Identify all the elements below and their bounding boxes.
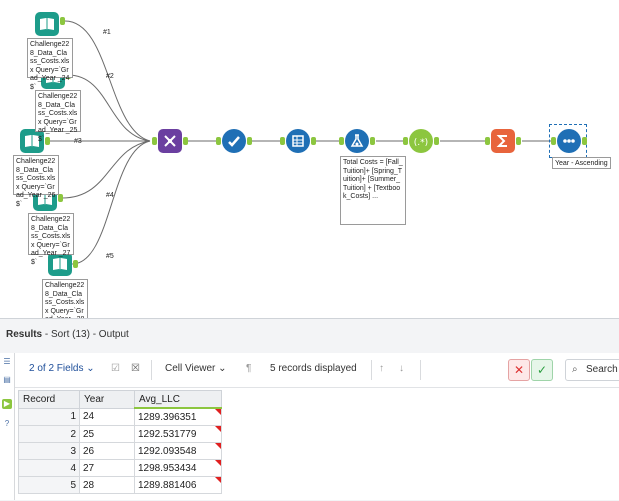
output-anchor[interactable] xyxy=(311,137,316,145)
input-data-tool[interactable] xyxy=(48,252,72,276)
arrow-up-icon[interactable]: ↑ xyxy=(379,363,384,374)
tool-annotation: Challenge228_Data_Class_Costs.xlsx Query… xyxy=(35,90,81,143)
output-anchor[interactable] xyxy=(45,137,50,145)
tool-annotation: Challenge228_Data_Class_Costs.xlsx Query… xyxy=(42,279,88,332)
input-anchor[interactable] xyxy=(551,137,556,145)
table-header-row: Record Year Avg_LLC xyxy=(18,390,222,409)
workflow-canvas[interactable]: #1 #2 #3 #4 #5 Challenge228_Data_Class_C… xyxy=(0,0,619,332)
help-icon[interactable]: ? xyxy=(4,419,10,428)
year-cell[interactable]: 24 xyxy=(79,407,135,426)
clear-filter-icon[interactable]: ☒ xyxy=(131,363,140,374)
avg-cell[interactable]: 1289.881406 xyxy=(134,476,222,494)
book-icon xyxy=(40,18,54,30)
record-cell: 5 xyxy=(18,476,80,494)
output-anchor[interactable] xyxy=(73,260,78,268)
output-tab-icon[interactable]: ▶ xyxy=(2,399,12,409)
sort-dots-icon xyxy=(563,139,575,143)
edit-icon[interactable]: ☑ xyxy=(111,363,120,374)
search-icon: ⌕ xyxy=(572,364,578,375)
output-anchor[interactable] xyxy=(370,137,375,145)
table-row[interactable]: 1 24 1289.396351 xyxy=(18,407,222,426)
connection-label: #3 xyxy=(74,138,82,145)
regex-icon: (.*) xyxy=(414,138,428,148)
column-header[interactable]: Record xyxy=(18,390,80,409)
input-anchor[interactable] xyxy=(152,137,157,145)
connection-label: #5 xyxy=(106,253,114,260)
table-row[interactable]: 3 26 1292.093548 xyxy=(18,442,222,460)
input-anchor[interactable] xyxy=(403,137,408,145)
tool-annotation: Challenge228_Data_Class_Costs.xlsx Query… xyxy=(27,38,73,91)
sort-tool[interactable] xyxy=(557,129,581,153)
select-tool[interactable] xyxy=(222,129,246,153)
column-header[interactable]: Avg_LLC xyxy=(134,390,222,409)
cancel-button[interactable]: ✕ xyxy=(508,359,530,381)
union-tool[interactable] xyxy=(158,129,182,153)
book-icon xyxy=(53,258,67,270)
year-cell[interactable]: 28 xyxy=(79,476,135,494)
output-anchor[interactable] xyxy=(247,137,252,145)
results-toolbar: 2 of 2 Fields ⌄ ☑ ☒ Cell Viewer ⌄ ¶ 5 re… xyxy=(15,353,619,388)
table-grid-icon xyxy=(292,135,304,147)
formula-tool[interactable] xyxy=(345,129,369,153)
book-icon xyxy=(25,135,39,147)
output-anchor[interactable] xyxy=(434,137,439,145)
summarize-tool[interactable] xyxy=(491,129,515,153)
output-anchor[interactable] xyxy=(60,17,65,25)
output-anchor[interactable] xyxy=(516,137,521,145)
results-grid: Record Year Avg_LLC 1 24 1289.396351 2 2… xyxy=(15,388,619,500)
data-cleansing-tool[interactable] xyxy=(286,129,310,153)
results-sidebar: ☰ ▤ ▶ ? xyxy=(0,353,15,500)
cell-viewer-dropdown[interactable]: Cell Viewer ⌄ xyxy=(165,363,227,374)
table-row[interactable]: 2 25 1292.531779 xyxy=(18,425,222,443)
input-anchor[interactable] xyxy=(280,137,285,145)
connection-label: #4 xyxy=(106,192,114,199)
avg-cell[interactable]: 1289.396351 xyxy=(134,407,222,426)
output-anchor[interactable] xyxy=(183,137,188,145)
table-row[interactable]: 4 27 1298.953434 xyxy=(18,459,222,477)
sigma-icon xyxy=(496,135,507,147)
search-input[interactable]: ⌕Search xyxy=(565,359,619,381)
avg-cell[interactable]: 1298.953434 xyxy=(134,459,222,477)
input-anchor[interactable] xyxy=(339,137,344,145)
sort-annotation: Year - Ascending xyxy=(552,157,611,169)
input-anchor[interactable] xyxy=(216,137,221,145)
connection-label: #1 xyxy=(103,29,111,36)
flask-icon xyxy=(350,134,364,147)
input-anchor[interactable] xyxy=(485,137,490,145)
output-anchor[interactable] xyxy=(582,137,587,145)
checkmark-icon xyxy=(228,136,240,147)
record-cell: 4 xyxy=(18,459,80,477)
avg-cell[interactable]: 1292.093548 xyxy=(134,442,222,460)
column-header[interactable]: Year xyxy=(79,390,135,409)
apply-button[interactable]: ✓ xyxy=(531,359,553,381)
record-cell: 2 xyxy=(18,425,80,443)
table-icon[interactable]: ▤ xyxy=(3,375,11,384)
table-row[interactable]: 5 28 1289.881406 xyxy=(18,476,222,494)
svg-text:(.*): (.*) xyxy=(414,138,428,148)
book-icon xyxy=(38,193,52,205)
record-cell: 3 xyxy=(18,442,80,460)
year-cell[interactable]: 26 xyxy=(79,442,135,460)
year-cell[interactable]: 25 xyxy=(79,425,135,443)
fields-dropdown[interactable]: 2 of 2 Fields ⌄ xyxy=(29,363,95,374)
input-data-tool[interactable] xyxy=(35,12,59,36)
pilcrow-icon[interactable]: ¶ xyxy=(246,363,252,374)
record-cell: 1 xyxy=(18,407,80,426)
list-icon[interactable]: ☰ xyxy=(3,357,11,366)
connection-label: #2 xyxy=(106,73,114,80)
arrow-down-icon[interactable]: ↓ xyxy=(399,363,404,374)
avg-cell[interactable]: 1292.531779 xyxy=(134,425,222,443)
output-anchor[interactable] xyxy=(58,194,63,202)
results-title: Results - Sort (13) - Output xyxy=(6,329,129,340)
union-icon xyxy=(164,135,176,147)
year-cell[interactable]: 27 xyxy=(79,459,135,477)
input-data-tool[interactable] xyxy=(20,129,44,153)
connection-wires xyxy=(48,20,552,265)
tool-annotation: Challenge228_Data_Class_Costs.xlsx Query… xyxy=(13,155,59,208)
records-count: 5 records displayed xyxy=(270,363,357,374)
formula-annotation: Total Costs = [Fall_Tuition]+ [Spring_Tu… xyxy=(340,156,406,225)
tool-annotation: Challenge228_Data_Class_Costs.xlsx Query… xyxy=(28,213,74,266)
regex-tool[interactable]: (.*) xyxy=(409,129,433,153)
